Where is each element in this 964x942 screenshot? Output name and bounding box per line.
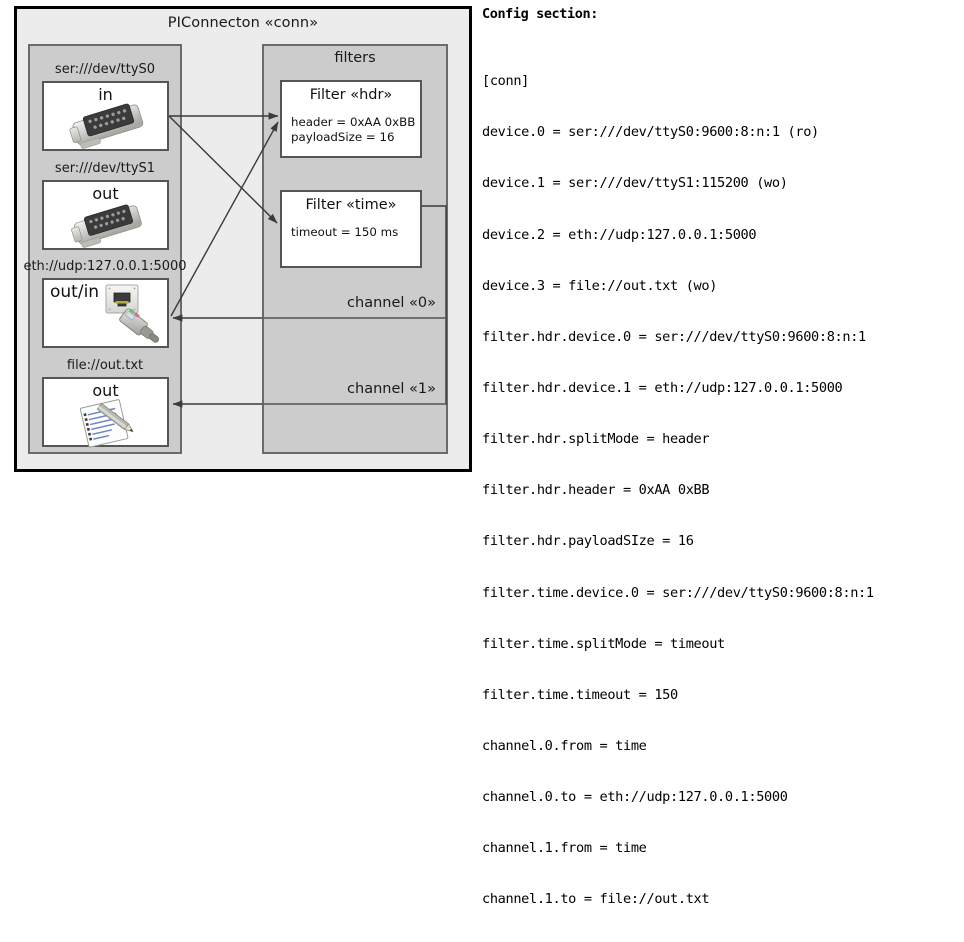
diagram-title: PIConnecton «conn» [167, 15, 319, 31]
filters-group-title: filters [334, 50, 376, 66]
config-line: device.0 = ser:///dev/ttyS0:9600:8:n:1 (… [482, 124, 819, 141]
config-line: device.2 = eth://udp:127.0.0.1:5000 [482, 226, 757, 243]
text-file-icon [76, 396, 144, 452]
serial-port-icon [66, 202, 152, 252]
device-io-ttys1: out [92, 184, 119, 203]
device-label-eth: eth://udp:127.0.0.1:5000 [23, 259, 187, 274]
filter-prop-payloadsize: payloadSize = 16 [291, 130, 395, 144]
device-label-ttys0: ser:///dev/ttyS0 [54, 62, 156, 77]
config-heading: Config section: [482, 6, 598, 22]
serial-port-icon [66, 101, 152, 153]
config-line: filter.hdr.device.1 = eth://udp:127.0.0.… [482, 379, 843, 396]
config-line: filter.hdr.device.0 = ser:///dev/ttyS0:9… [482, 328, 866, 345]
device-io-ttys0: in [98, 85, 113, 104]
config-line: channel.1.to = file://out.txt [482, 891, 710, 908]
ethernet-jack-icon [104, 283, 166, 349]
config-section: Config section: [conn] device.0 = ser://… [482, 6, 956, 942]
config-line: filter.hdr.header = 0xAA 0xBB [482, 482, 710, 499]
config-line: filter.hdr.splitMode = header [482, 431, 710, 448]
device-io-eth: out/in [50, 282, 100, 302]
filter-title-hdr: Filter «hdr» [309, 87, 393, 103]
device-label-ttys1: ser:///dev/ttyS1 [54, 161, 156, 176]
filter-box-hdr[interactable]: Filter «hdr» header = 0xAA 0xBB payloadS… [280, 80, 422, 158]
config-line: channel.0.to = eth://udp:127.0.0.1:5000 [482, 789, 788, 806]
config-line: channel.1.from = time [482, 840, 647, 857]
config-line: filter.time.splitMode = timeout [482, 635, 725, 652]
device-io-file: out [92, 381, 119, 400]
config-lines: [conn] device.0 = ser:///dev/ttyS0:9600:… [482, 39, 956, 942]
config-line: filter.time.device.0 = ser:///dev/ttyS0:… [482, 584, 874, 601]
device-box-ttys0[interactable]: in [42, 81, 169, 151]
channel-label-0: channel «0» [347, 295, 436, 311]
device-label-file: file://out.txt [66, 358, 144, 373]
config-line: [conn] [482, 73, 530, 90]
filter-prop-timeout: timeout = 150 ms [291, 225, 399, 239]
device-box-file[interactable]: out [42, 377, 169, 448]
filter-prop-header: header = 0xAA 0xBB [291, 115, 416, 129]
connection-diagram: PIConnecton «conn» ser:///dev/ttyS0 in [14, 6, 472, 472]
channel-label-1: channel «1» [347, 381, 436, 397]
config-line: device.3 = file://out.txt (wo) [482, 277, 718, 294]
config-line: channel.0.from = time [482, 737, 647, 754]
device-box-ttys1[interactable]: out [42, 180, 169, 250]
filter-box-time[interactable]: Filter «time» timeout = 150 ms [280, 190, 422, 268]
filter-title-time: Filter «time» [305, 197, 397, 213]
device-box-eth[interactable]: out/in [42, 278, 169, 348]
config-line: device.1 = ser:///dev/ttyS1:115200 (wo) [482, 175, 788, 192]
config-line: filter.time.timeout = 150 [482, 686, 678, 703]
config-line: filter.hdr.payloadSIze = 16 [482, 533, 694, 550]
